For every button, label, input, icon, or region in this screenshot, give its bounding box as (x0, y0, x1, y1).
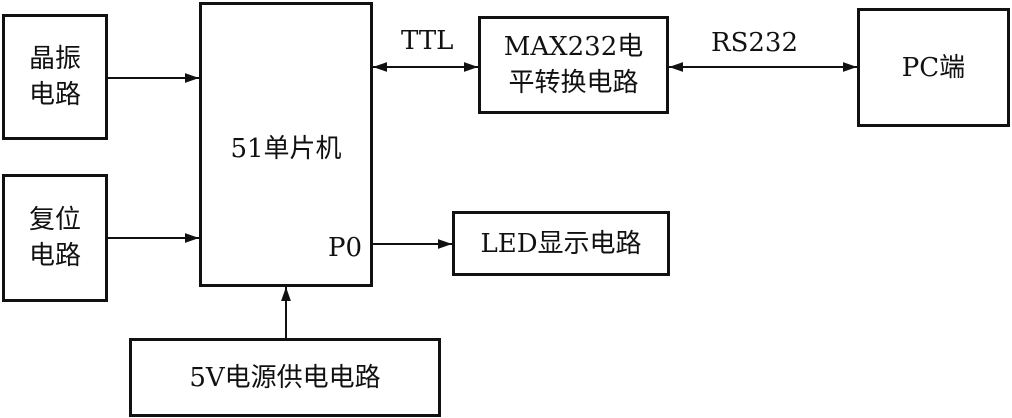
crystal-oscillator-label: 晶振电路 (28, 44, 81, 110)
max232-label: MAX232电平转换电路 (503, 32, 644, 98)
pc-label: PC端 (901, 52, 966, 83)
pc-block: PC端 (857, 8, 1010, 127)
reset-label: 复位电路 (28, 205, 81, 271)
rs232-link-label: RS232 (711, 28, 799, 58)
ttl-link-label: TTL (401, 26, 454, 56)
power-supply-label: 5V电源供电电路 (189, 362, 381, 393)
mcu-label: 51单片机 (230, 134, 342, 164)
led-display-block: LED显示电路 (452, 211, 670, 276)
reset-block: 复位电路 (2, 174, 108, 302)
crystal-oscillator-block: 晶振电路 (2, 14, 108, 140)
mcu-port-label: P0 (327, 233, 362, 263)
power-supply-block: 5V电源供电电路 (129, 338, 441, 417)
mcu-block: 51单片机 P0 (199, 2, 373, 287)
max232-block: MAX232电平转换电路 (478, 16, 669, 114)
led-display-label: LED显示电路 (480, 228, 642, 259)
